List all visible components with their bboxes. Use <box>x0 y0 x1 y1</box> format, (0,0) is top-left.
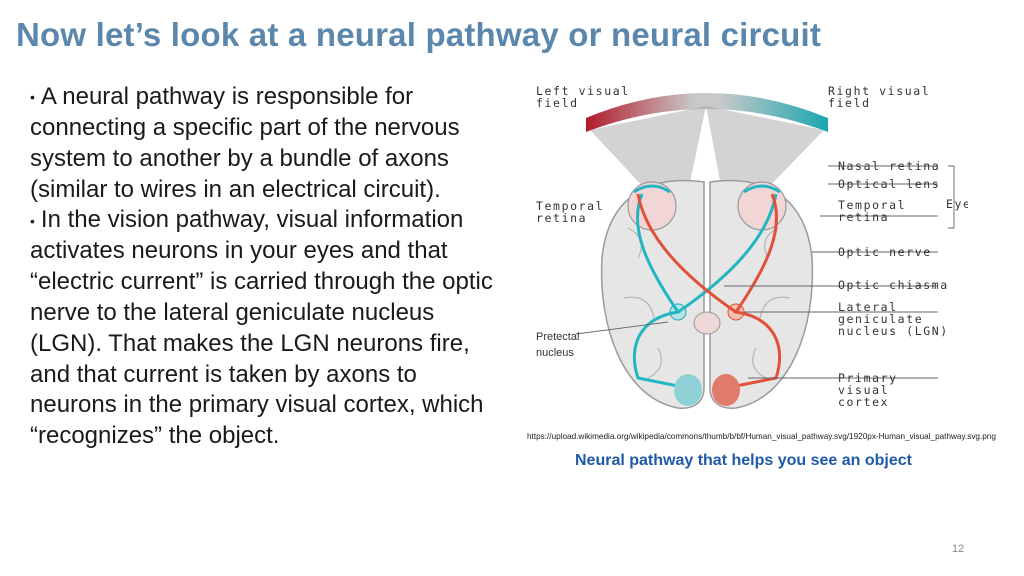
label-temporal-retina-left: Temporal <box>536 199 604 213</box>
label-lgn: nucleus (LGN) <box>838 324 949 338</box>
visual-pathway-diagram: Left visual field Right visual field Nas… <box>536 84 968 409</box>
bullet-item: •In the vision pathway, visual informati… <box>30 205 500 452</box>
bullet-item: •A neural pathway is responsible for con… <box>30 82 500 205</box>
label-temporal-retina-right: retina <box>838 210 889 224</box>
label-eye: Eye <box>946 197 968 211</box>
bullet-text: A neural pathway is responsible for conn… <box>30 83 460 203</box>
label-temporal-retina-left: retina <box>536 211 587 225</box>
right-crossing-pathway <box>636 193 737 314</box>
label-nasal-retina: Nasal retina <box>838 159 940 173</box>
image-source-url: https://upload.wikimedia.org/wikipedia/c… <box>527 432 996 441</box>
label-pointers <box>724 165 955 379</box>
label-optic-nerve: Optic nerve <box>838 245 932 259</box>
light-cone <box>706 106 824 192</box>
label-lgn: Lateral <box>838 300 898 314</box>
label-pretectal-nucleus: Pretectal <box>536 331 579 343</box>
label-temporal-retina-right: Temporal <box>838 198 906 212</box>
bullet-marker: • <box>30 89 35 106</box>
right-visual-cortex <box>712 374 740 406</box>
right-eye <box>737 181 787 231</box>
slide-title: Now let’s look at a neural pathway or ne… <box>16 16 822 53</box>
label-lgn: geniculate <box>838 312 923 326</box>
label-left-visual-field: field <box>536 96 579 110</box>
light-cone <box>590 106 706 192</box>
bullet-text: In the vision pathway, visual informatio… <box>30 206 493 450</box>
left-eye <box>627 181 677 231</box>
label-left-visual-field: Left visual <box>536 84 630 98</box>
figure-caption: Neural pathway that helps you see an obj… <box>575 452 912 469</box>
label-pretectal-nucleus: nucleus <box>536 347 574 359</box>
label-right-visual-field: field <box>828 96 871 110</box>
label-primary-visual-cortex: Primary <box>838 371 898 385</box>
label-right-visual-field: Right visual <box>828 84 930 98</box>
label-optical-lens: Optical lens <box>838 177 940 191</box>
label-primary-visual-cortex: visual <box>838 383 889 397</box>
label-primary-visual-cortex: cortex <box>838 395 889 409</box>
label-optic-chiasma: Optic chiasma <box>838 278 949 292</box>
left-crossing-pathway <box>677 193 778 314</box>
left-visual-cortex <box>674 374 702 406</box>
page-number: 12 <box>952 543 965 555</box>
visual-field-arc <box>586 93 828 132</box>
bullet-list: •A neural pathway is responsible for con… <box>30 82 500 452</box>
bullet-marker: • <box>30 212 35 229</box>
optic-chiasma <box>693 311 721 335</box>
